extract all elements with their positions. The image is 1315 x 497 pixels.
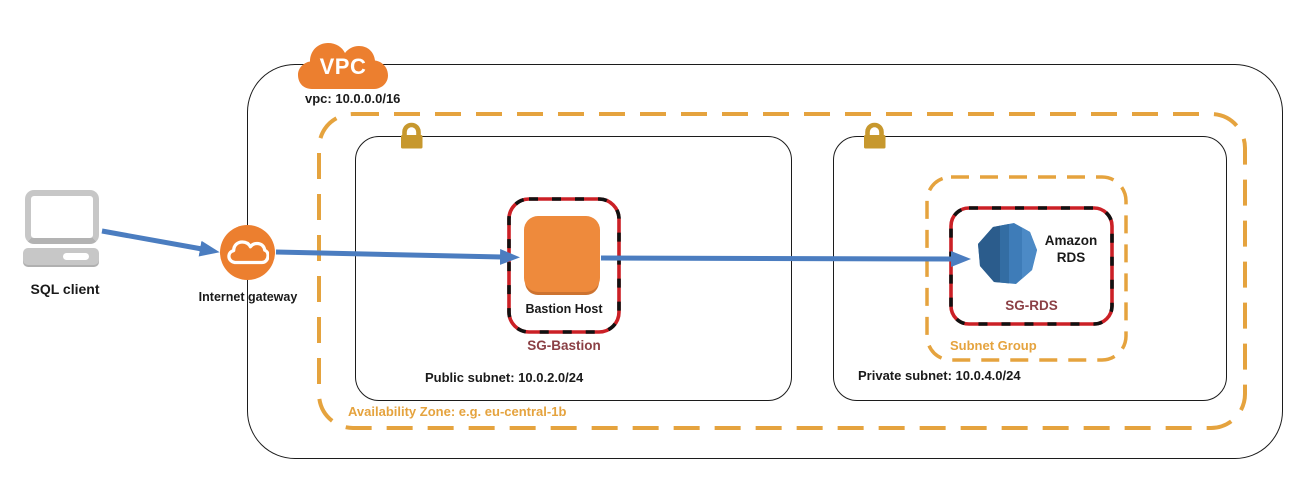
subnet-group-label: Subnet Group <box>950 338 1037 353</box>
lock-icon <box>401 122 423 149</box>
public-subnet-label: Public subnet: 10.0.2.0/24 <box>425 370 584 385</box>
vpc-badge-text: VPC <box>319 54 367 79</box>
amazon-rds-label: Amazon RDS <box>1044 233 1098 265</box>
sg-bastion-label: SG-Bastion <box>527 338 601 353</box>
sql-client-label: SQL client <box>30 281 100 297</box>
internet-gateway-label: Internet gateway <box>198 290 298 304</box>
ec2-instance-icon <box>524 216 600 292</box>
rds-database-icon <box>978 223 1037 284</box>
lock-icon <box>864 122 886 149</box>
internet-gateway-icon <box>220 225 275 280</box>
cloud-icon <box>226 239 269 264</box>
private-subnet-label: Private subnet: 10.0.4.0/24 <box>858 368 1021 383</box>
availability-zone-label: Availability Zone: e.g. eu-central-1b <box>348 404 567 419</box>
sg-rds-label: SG-RDS <box>1005 298 1058 313</box>
laptop-screen <box>25 190 99 244</box>
laptop-icon <box>23 190 101 270</box>
vpc-cidr-label: vpc: 10.0.0.0/16 <box>305 91 401 106</box>
laptop-base <box>23 248 99 265</box>
vpc-cloud-icon: VPC <box>297 37 389 94</box>
laptop-slot <box>63 253 89 260</box>
arrow-sqlclient-to-gateway <box>101 228 220 257</box>
bastion-host-label: Bastion Host <box>525 302 603 316</box>
